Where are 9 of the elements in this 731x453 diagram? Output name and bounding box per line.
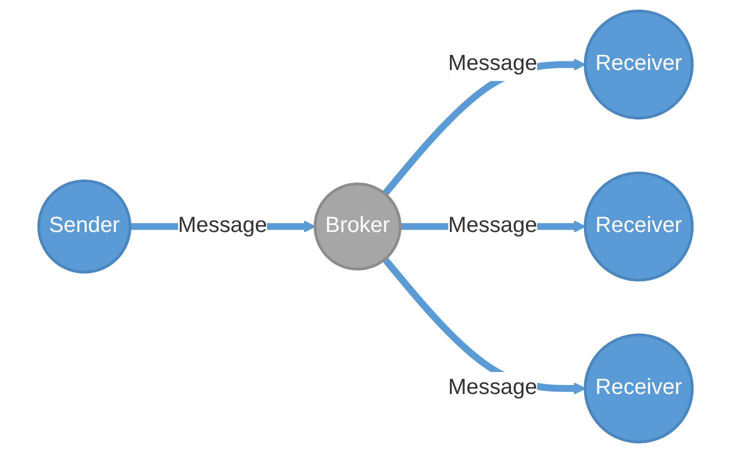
node-circle: Receiver <box>584 10 694 120</box>
edge-label: Message <box>448 52 538 76</box>
node-circle: Broker <box>314 182 402 270</box>
node-circle: Receiver <box>584 334 694 444</box>
node-circle: Sender <box>37 179 132 274</box>
node-circle: Receiver <box>584 172 694 282</box>
edge-label: Message <box>448 214 538 238</box>
edge-label: Message <box>178 214 268 238</box>
edge-label: Message <box>448 376 538 400</box>
